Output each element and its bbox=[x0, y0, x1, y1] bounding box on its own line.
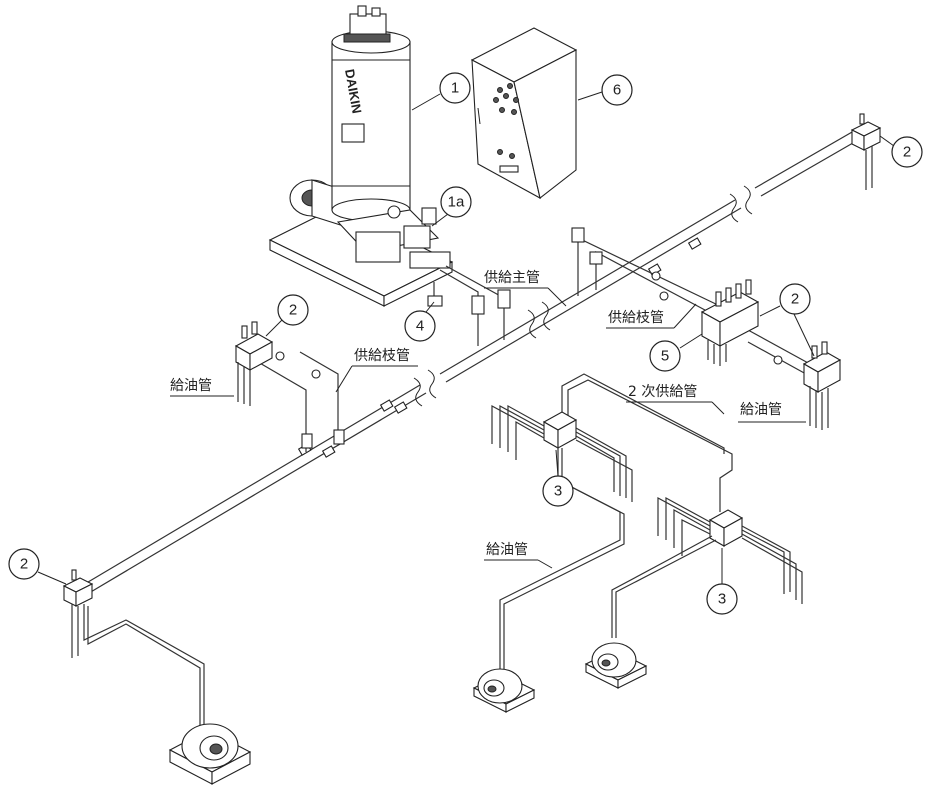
progressive-divider-valve bbox=[700, 279, 760, 366]
callout-2-top-right-label: 2 bbox=[903, 144, 911, 161]
callout-2-left: 2 bbox=[265, 294, 309, 337]
left-branch-piping bbox=[257, 351, 345, 452]
callout-4-label: 4 bbox=[416, 318, 424, 335]
callout-1a-label: 1a bbox=[448, 194, 465, 211]
pump-discharge-piping bbox=[427, 265, 511, 346]
callout-1: 1 bbox=[411, 72, 471, 111]
label-oil-feed-pipe-bottom: 給油管 bbox=[484, 542, 553, 569]
top-right-divider-valve bbox=[850, 113, 882, 190]
label-supply-main-pipe: 供給主管 bbox=[484, 270, 567, 307]
label-secondary-supply-pipe: 2 次供給管 bbox=[626, 384, 725, 415]
control-panel bbox=[470, 27, 578, 200]
bottom-left-divider-valve bbox=[62, 569, 205, 730]
callout-3-lower: 3 bbox=[706, 548, 738, 615]
callout-2-right-label: 2 bbox=[791, 291, 799, 308]
callout-6: 6 bbox=[577, 74, 633, 106]
label-supply-branch-pipe-left: 供給枝管 bbox=[335, 348, 418, 393]
right-divider-valve bbox=[802, 341, 842, 430]
callout-5-label: 5 bbox=[661, 348, 669, 365]
callout-2-bottom-left-label: 2 bbox=[20, 556, 28, 573]
supply-branch-pipe-label-left: 供給枝管 bbox=[354, 348, 410, 364]
label-oil-feed-pipe-right: 給油管 bbox=[738, 402, 806, 423]
left-divider-valve bbox=[234, 321, 274, 406]
callout-4: 4 bbox=[404, 301, 436, 342]
callout-5: 5 bbox=[649, 333, 703, 372]
bearing-center bbox=[472, 668, 536, 713]
oil-feed-pipe-label-right: 給油管 bbox=[740, 402, 782, 418]
middle-feeder-block bbox=[491, 404, 633, 670]
callout-2-left-label: 2 bbox=[289, 302, 297, 319]
secondary-supply-pipe-label: 2 次供給管 bbox=[628, 384, 697, 400]
callout-6-label: 6 bbox=[613, 82, 621, 99]
bearing-bottom-left bbox=[168, 723, 252, 785]
bearing-right bbox=[584, 642, 648, 689]
callout-2-right: 2 bbox=[759, 283, 815, 357]
label-supply-branch-pipe-right: 供給枝管 bbox=[606, 303, 697, 329]
lower-feeder-block bbox=[611, 496, 803, 638]
callout-2-top-right: 2 bbox=[879, 135, 923, 168]
callout-3-middle-label: 3 bbox=[554, 483, 562, 500]
callout-2-bottom-left: 2 bbox=[8, 548, 67, 585]
supply-main-pipe bbox=[77, 123, 873, 597]
callout-1a: 1a bbox=[431, 186, 472, 227]
supply-branch-pipe-label-right: 供給枝管 bbox=[608, 310, 664, 326]
oil-feed-pipe-label-left: 給油管 bbox=[170, 378, 212, 394]
callout-3-lower-label: 3 bbox=[718, 591, 726, 608]
right-branch-piping bbox=[571, 227, 811, 375]
label-oil-feed-pipe-left: 給油管 bbox=[170, 378, 234, 397]
callout-3-middle: 3 bbox=[542, 449, 574, 507]
callout-1-label: 1 bbox=[451, 80, 459, 97]
oil-feed-pipe-label-bottom: 給油管 bbox=[486, 542, 528, 558]
pump-unit: DAIKIN bbox=[268, 5, 454, 307]
secondary-supply-pipe bbox=[561, 373, 733, 512]
supply-main-pipe-label: 供給主管 bbox=[484, 270, 540, 286]
